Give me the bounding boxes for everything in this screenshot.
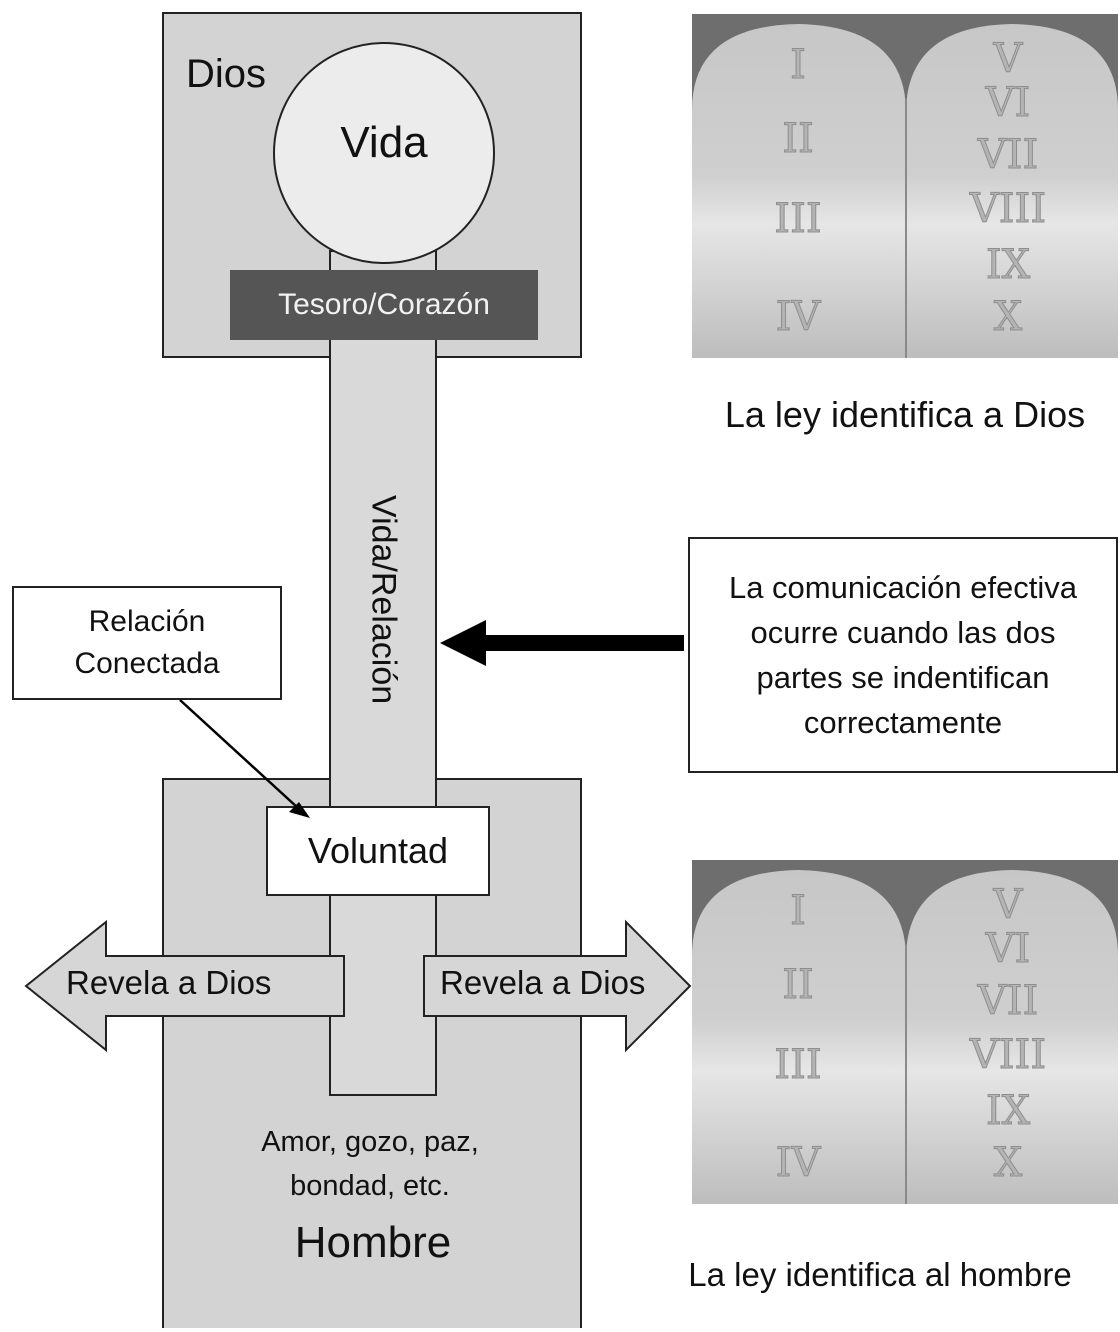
top-left-numeral-2: II xyxy=(782,116,814,162)
bottom-left-numeral-4: IV xyxy=(776,1140,822,1186)
top-right-numeral-5: IX xyxy=(986,242,1031,288)
caption-law-identifies-man: La ley identifica al hombre xyxy=(688,1256,1072,1293)
channel-label: Vida/Relación xyxy=(329,300,437,900)
god-label: Dios xyxy=(186,52,267,96)
top-right-numeral-2: VI xyxy=(985,80,1031,126)
top-left-numeral-1: I xyxy=(790,42,806,88)
relation-line-1: Relación xyxy=(88,605,206,638)
fruits-line-2: bondad, etc. xyxy=(290,1170,450,1202)
man-label: Hombre xyxy=(294,1218,452,1267)
life-circle: Vida xyxy=(273,42,495,264)
life-relation-label: Vida/Relación xyxy=(364,495,403,705)
communication-line-4: correctamente xyxy=(803,705,1003,740)
fruits-line-1: Amor, gozo, paz, xyxy=(261,1126,479,1158)
top-left-numeral-3: III xyxy=(774,196,821,242)
relation-connected-box: Relación Conectada xyxy=(12,586,282,700)
bottom-tablets-image: I II III IV V VI VII VIII IX X xyxy=(692,860,1118,1204)
top-tablets-image: I II III IV V VI VII VIII IX X xyxy=(692,14,1118,358)
bottom-right-numeral-2: VI xyxy=(985,926,1031,972)
caption-law-identifies-god: La ley identifica a Dios xyxy=(724,394,1086,435)
bottom-right-numeral-3: VII xyxy=(977,978,1039,1024)
will-box: Voluntad xyxy=(266,806,490,896)
communication-box: La comunicación efectiva ocurre cuando l… xyxy=(688,537,1118,773)
bottom-right-numeral-4: VIII xyxy=(969,1032,1046,1078)
communication-line-3: partes se indentifican xyxy=(756,660,1050,695)
top-right-numeral-4: VIII xyxy=(969,186,1046,232)
communication-line-1: La comunicación efectiva xyxy=(728,570,1078,605)
life-label: Vida xyxy=(340,118,428,167)
left-arrow-label: Revela a Dios xyxy=(66,964,272,1001)
top-right-numeral-3: VII xyxy=(977,132,1039,178)
bottom-right-numeral-5: IX xyxy=(986,1088,1031,1134)
bottom-left-numeral-1: I xyxy=(790,888,806,934)
bottom-right-numeral-1: V xyxy=(993,882,1024,928)
fruits-text: Amor, gozo, paz, bondad, etc. xyxy=(200,1120,540,1208)
bottom-left-numeral-3: III xyxy=(774,1042,821,1088)
treasure-heart-bar: Tesoro/Corazón xyxy=(230,270,538,340)
right-arrow-label: Revela a Dios xyxy=(440,964,646,1001)
top-right-numeral-6: X xyxy=(994,294,1023,340)
bottom-right-numeral-6: X xyxy=(994,1140,1023,1186)
communication-line-2: ocurre cuando las dos xyxy=(750,615,1056,650)
top-right-numeral-1: V xyxy=(993,36,1024,82)
relation-line-2: Conectada xyxy=(74,647,220,680)
bottom-left-numeral-2: II xyxy=(782,962,814,1008)
top-left-numeral-4: IV xyxy=(776,294,822,340)
